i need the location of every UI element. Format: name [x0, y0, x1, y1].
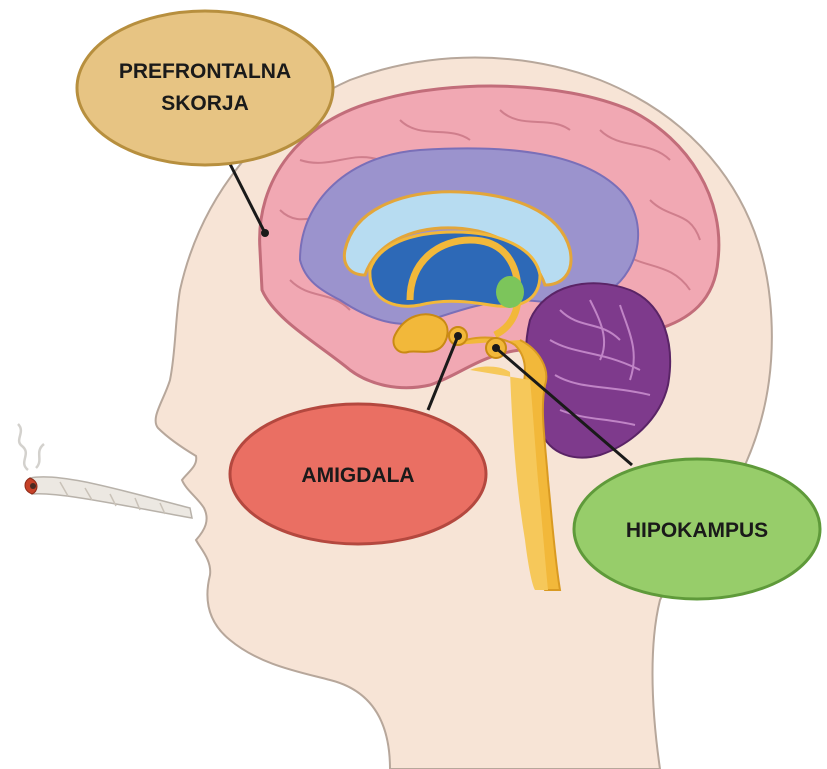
pointer-dot-hippocampus	[492, 344, 500, 352]
prefrontal-bubble	[77, 11, 333, 165]
thalamus	[496, 276, 524, 308]
prefrontal-label-line1: PREFRONTALNA	[119, 60, 291, 83]
amygdala-label: AMIGDALA	[301, 464, 414, 487]
pointer-dot-prefrontal	[261, 229, 269, 237]
smoke-icon	[18, 424, 44, 470]
joint-icon	[25, 477, 192, 518]
hippocampus-label: HIPOKAMPUS	[626, 519, 768, 542]
prefrontal-label-line2: SKORJA	[161, 92, 249, 115]
pointer-dot-amygdala	[454, 332, 462, 340]
